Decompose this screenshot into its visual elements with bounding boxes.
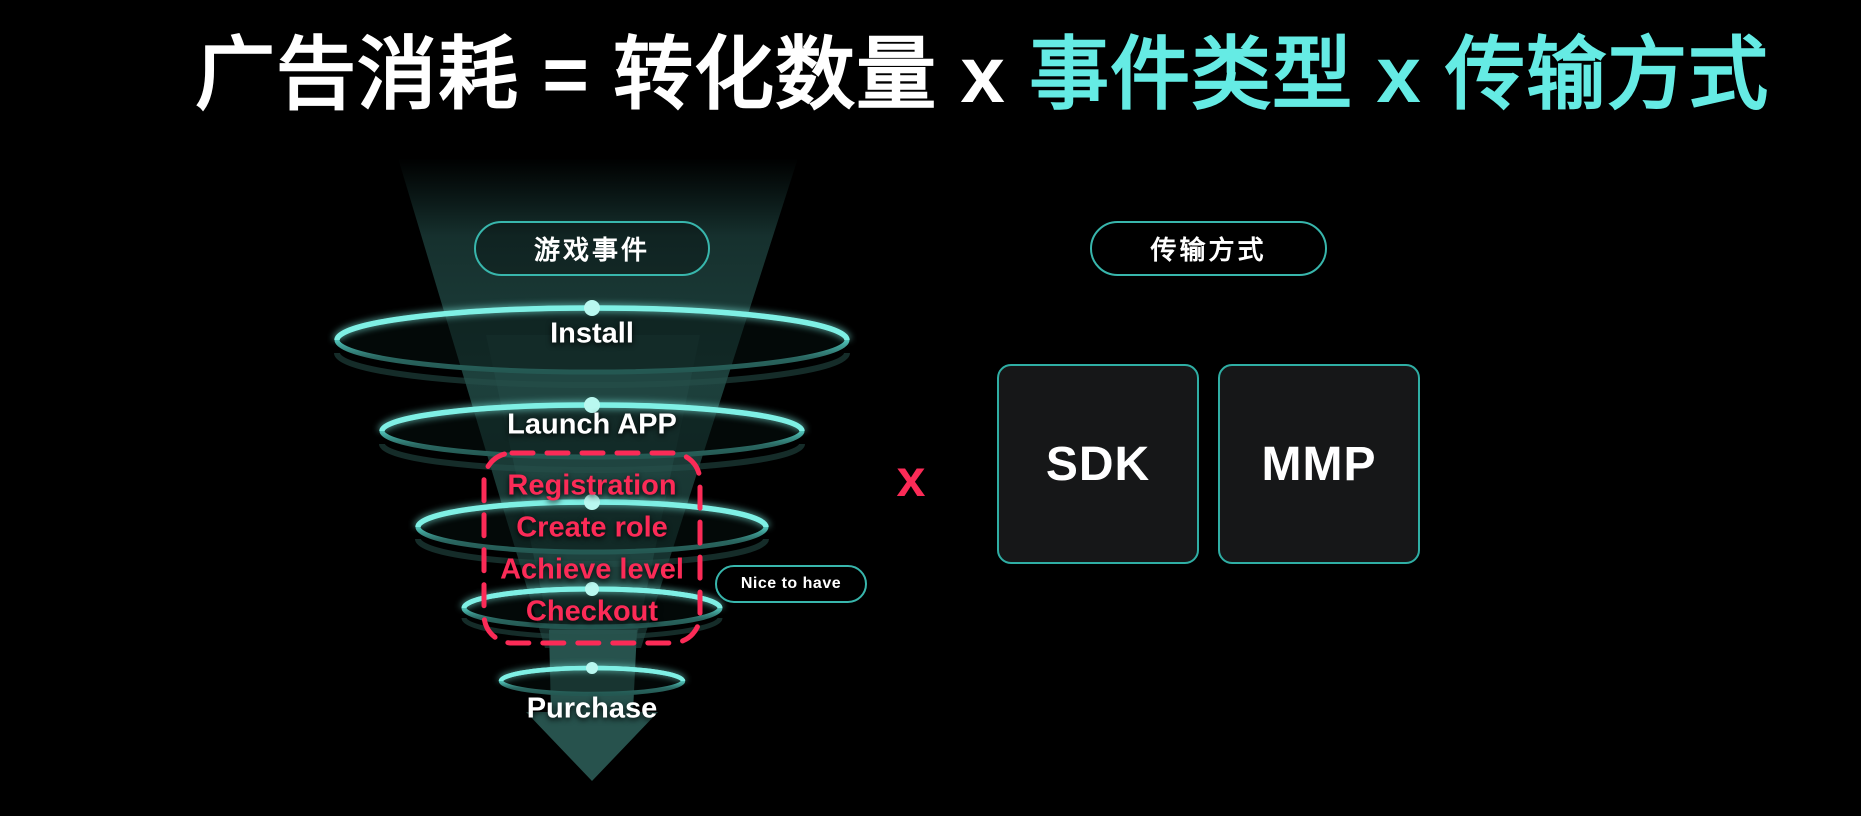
title-segment-cyan: 事件类型 x 传输方式 [1029,30,1770,119]
stage-label-launch-app: Launch APP [507,408,677,441]
stage-label-purchase: Purchase [526,692,658,725]
game-events-label: 游戏事件 [533,235,650,265]
stage-label-checkout: Checkout [525,595,659,628]
sdk-label: SDK [1045,437,1151,491]
funnel-ring-launch [377,397,807,473]
game-events-pill: 游戏事件 [474,221,710,276]
ring-node-dot [584,300,600,316]
transmission-pill: 传输方式 [1090,221,1327,276]
page-title: 广告消耗 = 转化数量 x 事件类型 x 传输方式 [195,30,1769,120]
stage-label-install: Install [550,317,634,350]
ring-node-dot [584,494,600,510]
funnel-ring-checkout [460,582,724,640]
funnel-ring-middle [413,494,771,567]
title-segment-white: 广告消耗 = 转化数量 x [195,30,1030,119]
nice-to-have-label: Nice to have [740,575,842,592]
nice-to-have-badge: Nice to have [715,565,867,603]
ring-node-dot [584,397,600,413]
funnel-ring-purchase [497,662,687,697]
mmp-label: MMP [1261,437,1377,491]
transmission-label: 传输方式 [1150,235,1267,265]
multiply-symbol: x [896,450,926,508]
stage-label-registration: Registration [507,469,677,502]
ring-node-dot [586,662,598,674]
funnel-ring-install [332,300,852,388]
mmp-option-box: MMP [1218,364,1420,564]
stage-label-create-role: Create role [516,511,668,544]
ring-node-dot [585,582,599,596]
stage-label-achieve-level: Achieve level [500,553,684,586]
optional-events-dashed-box [481,450,703,646]
sdk-option-box: SDK [997,364,1199,564]
